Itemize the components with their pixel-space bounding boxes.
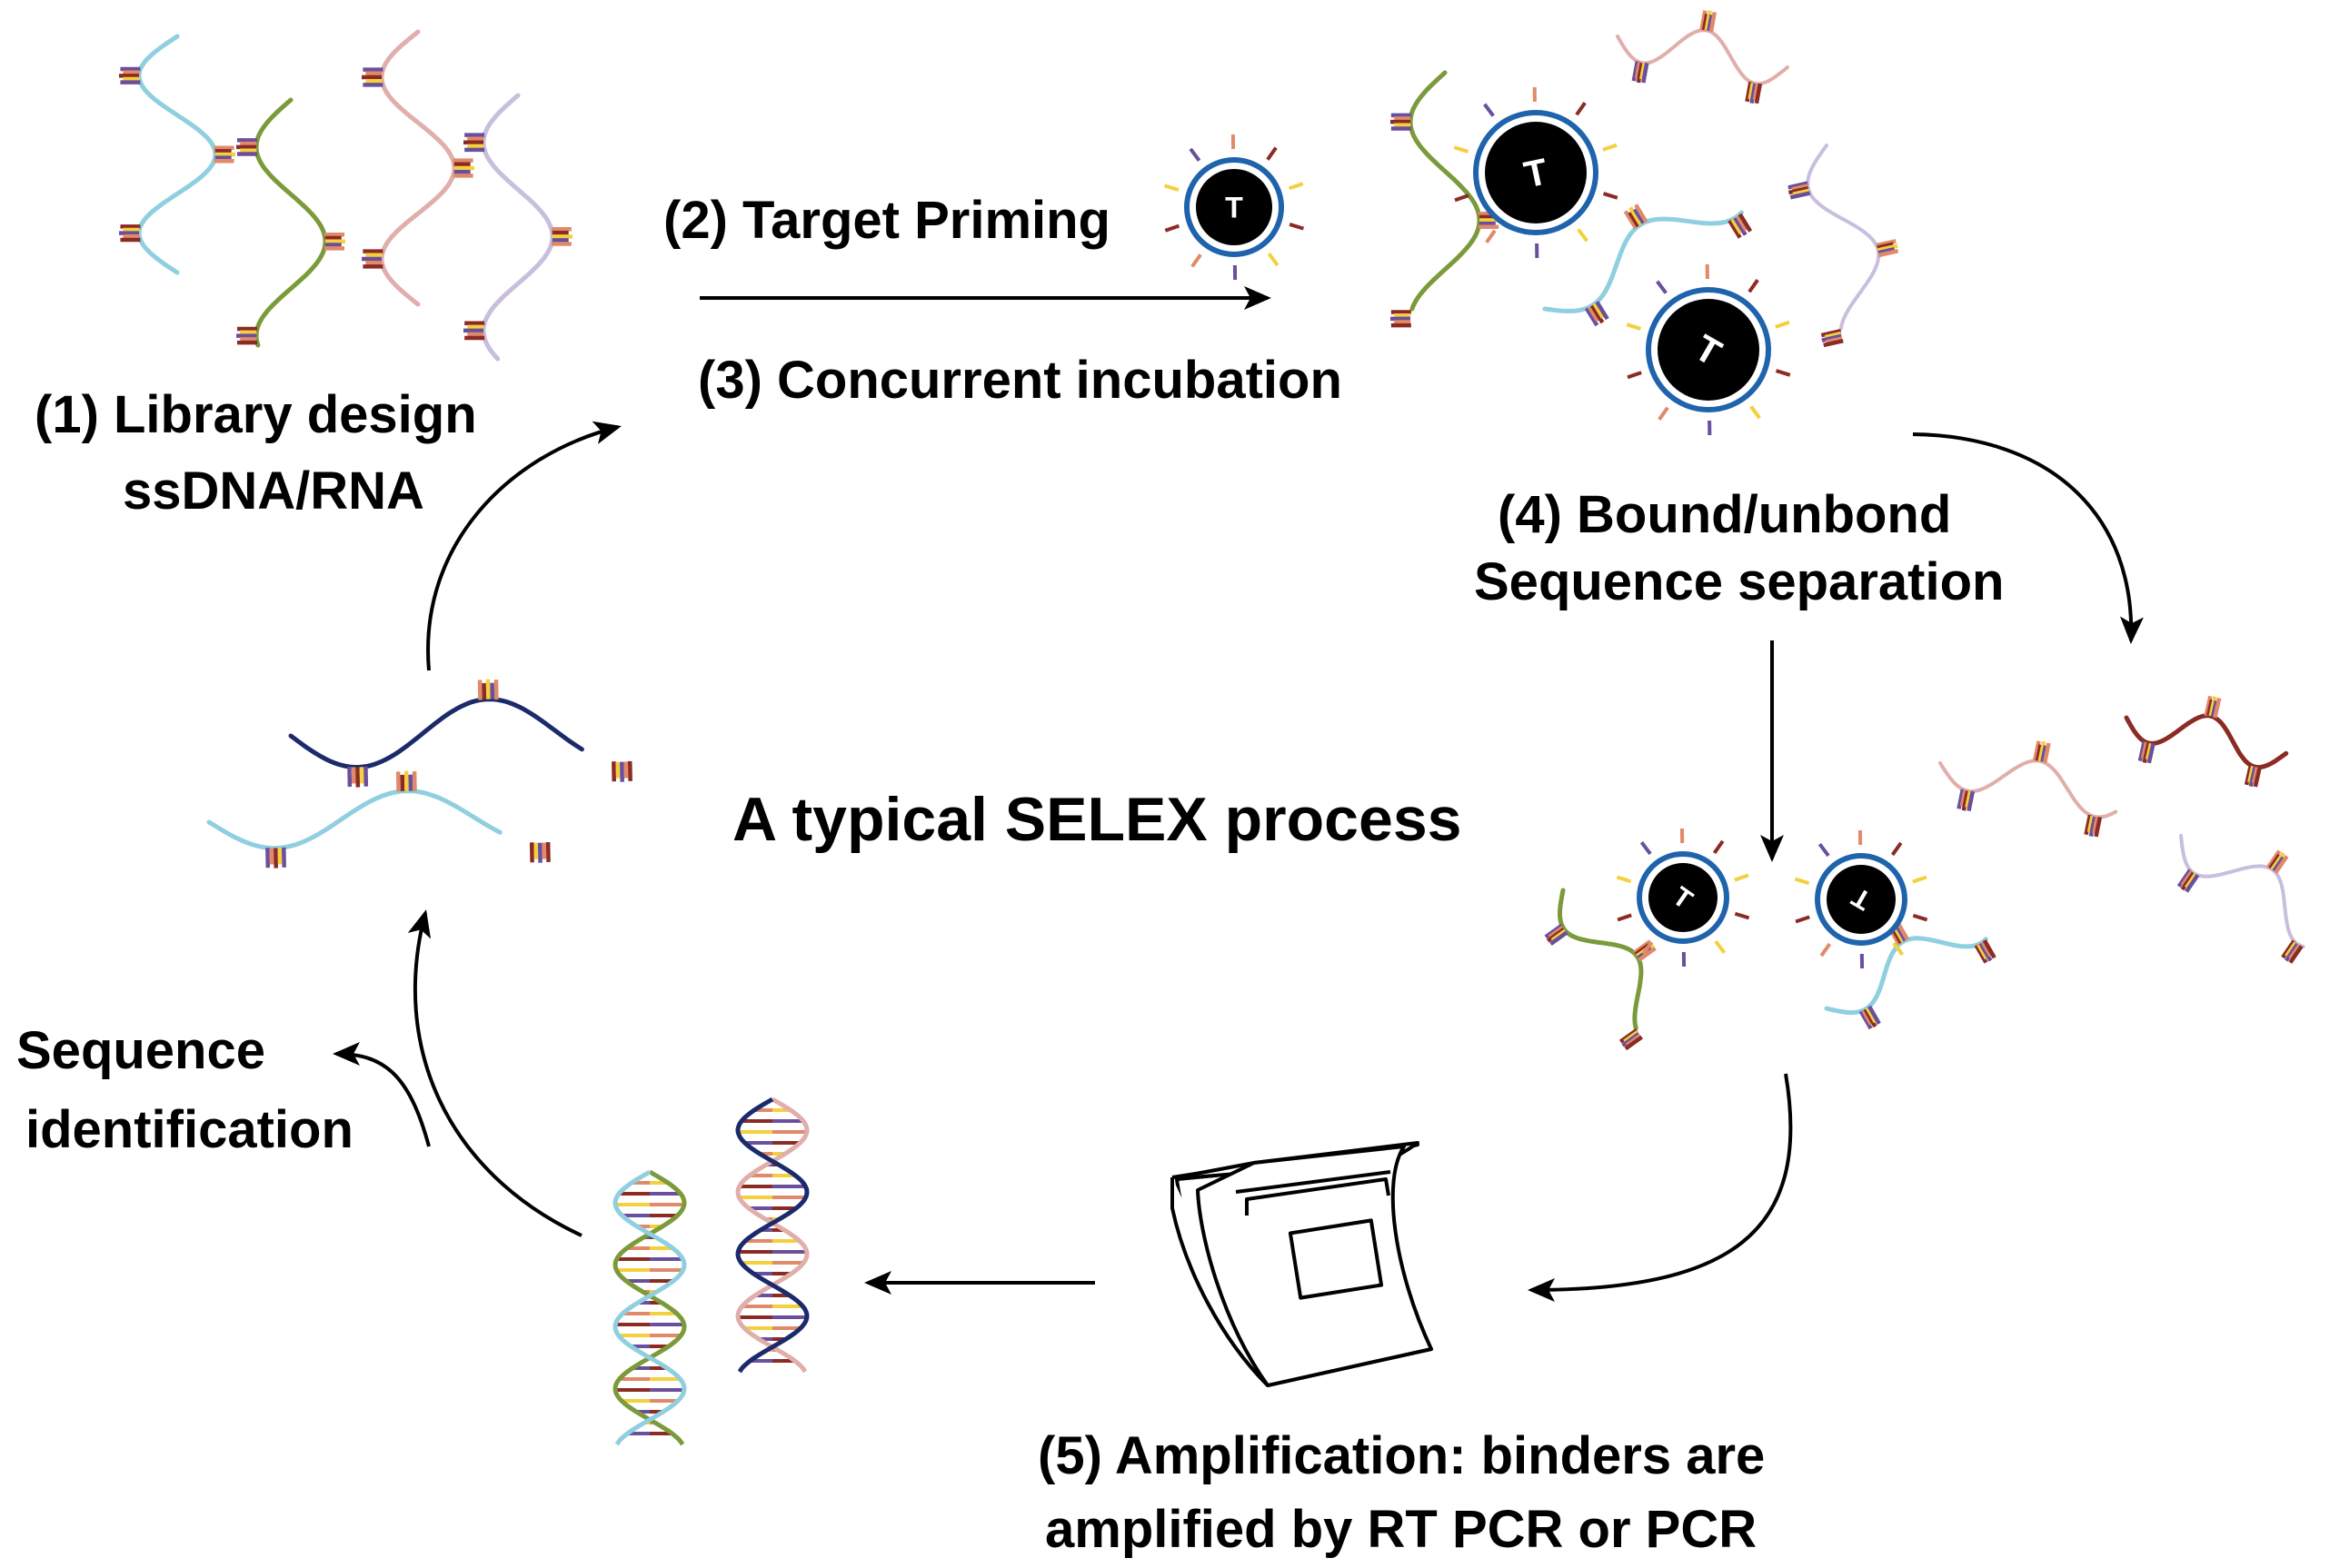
dna-double-helix-group (612, 1097, 810, 1446)
unbound-strand-maroon (2124, 695, 2289, 788)
incubation-strand-lavender (1787, 144, 1899, 348)
incubation-strand-blue (1542, 203, 1753, 327)
dna-double-helix-icon-2 (735, 1097, 810, 1374)
target-bead-icon-incubation-1: T (1453, 86, 1618, 259)
target-priming-label: (2) Target Priming (663, 191, 1110, 250)
unbound-strand-lavender (2176, 834, 2305, 964)
unbound-strand-pink (1938, 740, 2118, 838)
arrow-to-pair (407, 909, 583, 1237)
concurrent-incubation-label: (3) Concurrent incubation (698, 351, 1342, 410)
arrow-layer (333, 286, 2144, 1302)
target-bead-icon-priming: T (1163, 134, 1305, 281)
arrow-to-identification (333, 1042, 431, 1147)
target-bead-icon-bound-1: T (1616, 828, 1750, 968)
library-design-line1: (1) Library design (35, 385, 477, 444)
separation-label-line2: Sequence separation (1474, 552, 2005, 611)
dna-double-helix-icon-1 (612, 1169, 687, 1446)
amplification-label-line2: amplified by RT PCR or PCR (1045, 1500, 1757, 1559)
arrow-to-library (426, 421, 622, 671)
incubation-strand-pink (1616, 10, 1789, 104)
bound-strand-blue (1824, 921, 1996, 1030)
diagram-title: A typical SELEX process (732, 785, 1462, 854)
arrow-to-pcr (1528, 1073, 1793, 1302)
amplification-label-line1: (5) Amplification: binders are (1038, 1426, 1766, 1485)
library-strand-green (236, 97, 345, 348)
pair-strand-navy (288, 679, 632, 788)
strand-layer (119, 10, 2305, 1051)
sequence-identification-line2: identification (25, 1100, 353, 1159)
library-strand-pink (362, 29, 474, 307)
sequence-identification-line1: Sequence (16, 1021, 265, 1080)
target-bead-icon-incubation-2: T (1626, 263, 1791, 436)
arrow-to-unbound (1912, 432, 2144, 644)
library-design-line2: ssDNA/RNA (123, 461, 424, 521)
bound-strand-green (1544, 888, 1657, 1051)
target-bead-icon-bound-2: T (1794, 829, 1928, 969)
library-strand-lavender (463, 93, 573, 362)
pcr-machine-icon (1170, 1141, 1433, 1387)
library-design-label: (1) Library design (35, 389, 477, 442)
library-type-label: ssDNA/RNA (123, 465, 424, 518)
target-letter: T (1225, 191, 1243, 223)
pair-strand-blue (206, 770, 551, 868)
incubation-strand-green (1390, 70, 1499, 328)
library-strand-blue (119, 34, 235, 275)
separation-label-line1: (4) Bound/unbond (1498, 485, 1952, 544)
